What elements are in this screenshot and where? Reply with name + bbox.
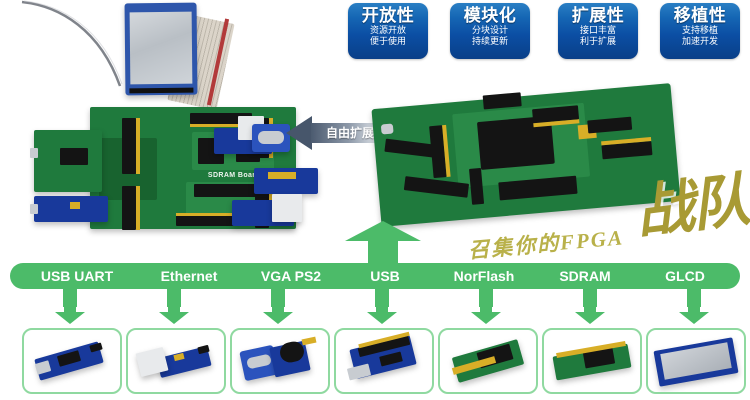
board-silkscreen-label: SDRAM Board: [207, 172, 261, 179]
usb-type-a-plug: [346, 363, 372, 381]
badge-title: 模块化: [463, 6, 517, 25]
header-top-black: [190, 113, 252, 124]
down-arrow-icon-2: [159, 300, 189, 324]
badge-subline-2: 便于使用: [369, 36, 406, 46]
badge-title: 开放性: [361, 6, 415, 25]
interface-label-norflash[interactable]: NorFlash: [453, 268, 515, 284]
power-cable: [20, 0, 160, 120]
usb-uart-module-ic: [70, 202, 80, 209]
down-arrow-icon-3: [263, 300, 293, 324]
fpga-header-right: [587, 116, 633, 134]
feature-badge-portability: 移植性 支持移植 加速开发: [660, 3, 740, 59]
down-arrow-icon-7: [679, 300, 709, 324]
header-bottom-black: [176, 215, 250, 226]
badge-subline-2: 利于扩展: [579, 36, 616, 46]
header-bottom-pins: [176, 213, 250, 216]
module-thumb-usb[interactable]: [334, 328, 434, 394]
badge-subline-2: 持续更新: [471, 36, 508, 46]
header-top-pins: [190, 124, 252, 127]
down-arrow-icon-1: [55, 300, 85, 324]
down-arrow-icon-4: [367, 300, 397, 324]
usb-uart-module-port: [30, 204, 38, 214]
vga-connector-shell: [258, 131, 284, 144]
socket-connector: [194, 184, 270, 197]
interface-label-ethernet[interactable]: Ethernet: [160, 268, 218, 284]
interface-label-usb[interactable]: USB: [370, 268, 400, 284]
feature-badge-modularity: 模块化 分块设计 持续更新: [450, 3, 530, 59]
badge-subline-1: 分块设计: [471, 25, 508, 35]
free-expansion-label: 自由扩展: [325, 126, 374, 140]
usb-uart-module-attached: [34, 196, 108, 222]
module-thumb-sdram[interactable]: [542, 328, 642, 394]
rj45-connector: [272, 194, 302, 222]
module-thumb-usb-uart[interactable]: [22, 328, 122, 394]
feature-badge-openness: 开放性 资源开放 便于使用: [348, 3, 428, 59]
badge-subline-1: 支持移植: [681, 25, 718, 35]
badge-subline-1: 接口丰富: [579, 25, 616, 35]
feature-badge-expandability: 扩展性 接口丰富 利于扩展: [558, 3, 638, 59]
interface-label-vga-ps2[interactable]: VGA PS2: [260, 268, 322, 284]
fpga-top-connector: [482, 92, 522, 110]
module-thumb-glcd[interactable]: [646, 328, 746, 394]
module-thumb-norflash[interactable]: [438, 328, 538, 394]
module-thumb-ethernet[interactable]: [126, 328, 226, 394]
upward-arrow-icon: [345, 221, 421, 265]
vga-ps2-header: [301, 336, 317, 346]
down-arrow-icon-6: [575, 300, 605, 324]
header-left-vertical: [122, 118, 136, 174]
down-arrow-icon-5: [471, 300, 501, 324]
fpga-power-jack: [380, 123, 394, 135]
interface-bar: [10, 263, 740, 289]
module-thumb-vga-ps2[interactable]: [230, 328, 330, 394]
badge-subline-2: 加速开发: [681, 36, 718, 46]
lcd-pin-header: [129, 87, 194, 94]
interface-label-usb-uart[interactable]: USB UART: [40, 268, 114, 284]
left-board-chip: [60, 148, 88, 165]
left-board-usb-port: [30, 148, 38, 158]
fpga-core-board: [371, 83, 681, 227]
badge-title: 扩展性: [571, 6, 625, 25]
watermark-slogan: 召集你的FPGA: [467, 225, 625, 263]
lcd-screen-surface: [129, 11, 193, 85]
header-left-pins-2: [136, 186, 140, 230]
watermark-brand: 战队: [632, 167, 750, 246]
lcd-display-mounted: [124, 2, 198, 96]
badge-subline-1: 资源开放: [369, 25, 406, 35]
arrow-head-left-icon: [286, 116, 312, 150]
badge-title: 移植性: [673, 6, 727, 25]
arrow-head-up: [345, 221, 421, 241]
interface-label-sdram[interactable]: SDRAM: [559, 268, 611, 284]
interface-label-glcd[interactable]: GLCD: [665, 268, 705, 284]
header-left-pins: [136, 118, 140, 174]
header-left-vertical-2: [122, 186, 136, 230]
arrow-shaft-up: [368, 239, 398, 265]
mid-right-module-ic: [268, 172, 296, 179]
